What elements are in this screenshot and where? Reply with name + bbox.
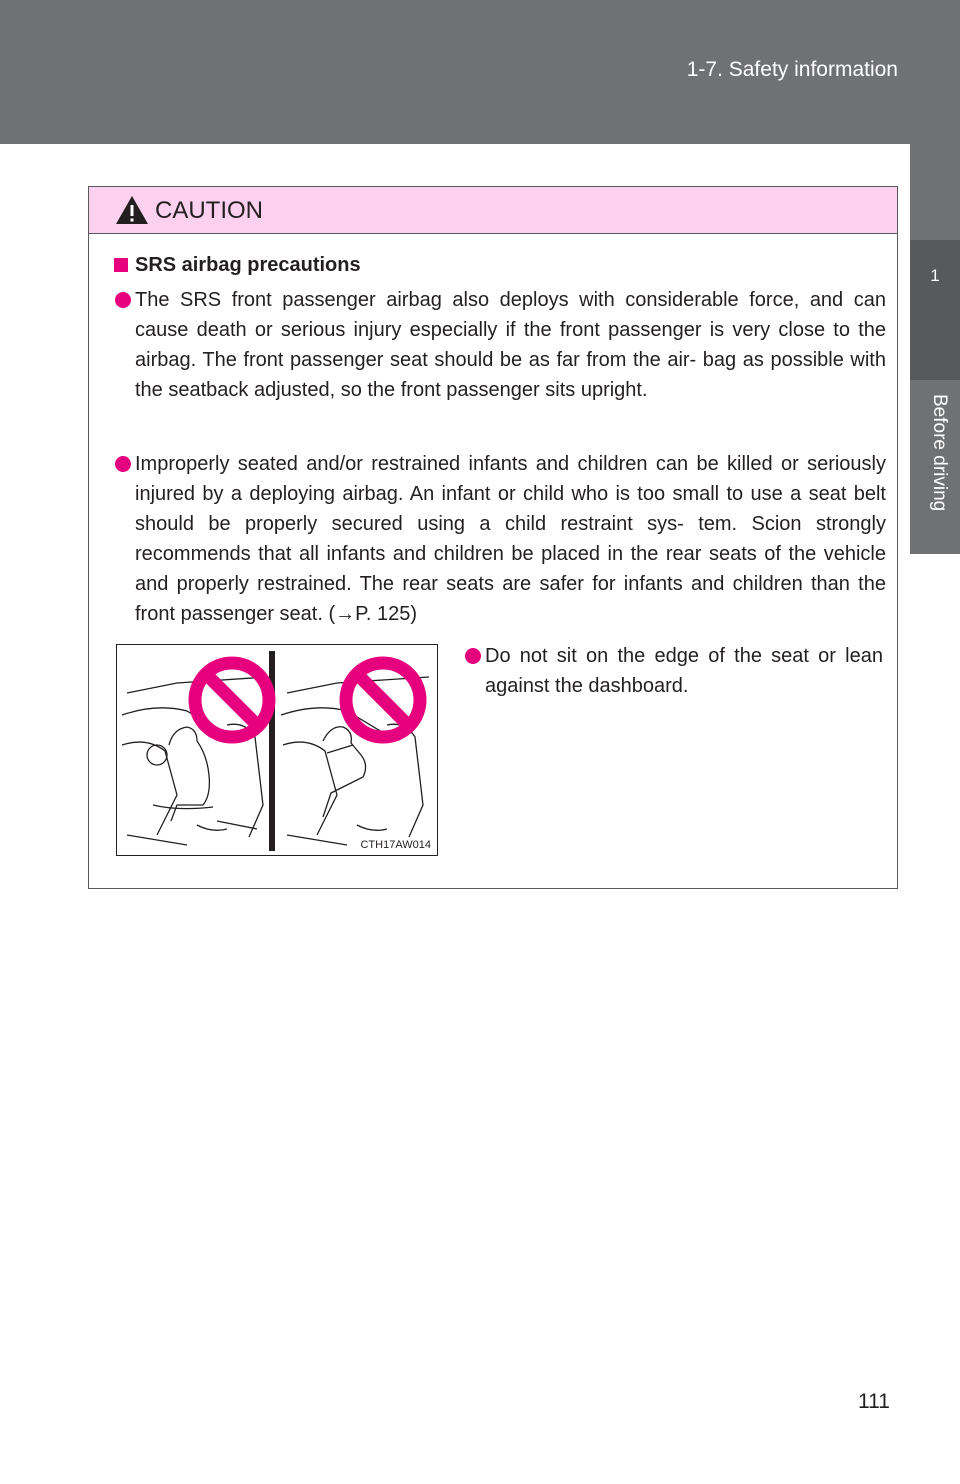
caution-header: CAUTION bbox=[89, 187, 897, 234]
caution-box: CAUTION SRS airbag precautions The SRS f… bbox=[88, 186, 898, 889]
list-item-text: Improperly seated and/or restrained infa… bbox=[135, 453, 886, 625]
list-item: Improperly seated and/or restrained infa… bbox=[115, 449, 886, 629]
section-title: 1-7. Safety information bbox=[686, 58, 898, 81]
list-item: The SRS front passenger airbag also depl… bbox=[115, 285, 886, 405]
chapter-number: 1 bbox=[930, 266, 940, 285]
page-number: 111 bbox=[858, 1390, 890, 1413]
figure-code: CTH17AW014 bbox=[360, 839, 431, 851]
caution-title: CAUTION bbox=[155, 197, 263, 224]
list-item-text: The SRS front passenger airbag also depl… bbox=[135, 289, 886, 401]
round-bullet-icon bbox=[115, 456, 131, 472]
warning-triangle-icon bbox=[116, 196, 148, 224]
chapter-label: Before driving bbox=[929, 394, 950, 512]
list-item-text: Do not sit on the edge of the seat or le… bbox=[485, 645, 883, 697]
square-bullet-icon bbox=[114, 258, 128, 272]
round-bullet-icon bbox=[115, 292, 131, 308]
section-heading: SRS airbag precautions bbox=[135, 254, 361, 276]
list-item: Do not sit on the edge of the seat or le… bbox=[465, 641, 883, 701]
chapter-number-box bbox=[910, 240, 960, 380]
page-header-band bbox=[0, 0, 960, 144]
seating-illustration: CTH17AW014 bbox=[116, 644, 438, 856]
seating-illustration-drawing bbox=[121, 651, 430, 851]
round-bullet-icon bbox=[465, 648, 481, 664]
